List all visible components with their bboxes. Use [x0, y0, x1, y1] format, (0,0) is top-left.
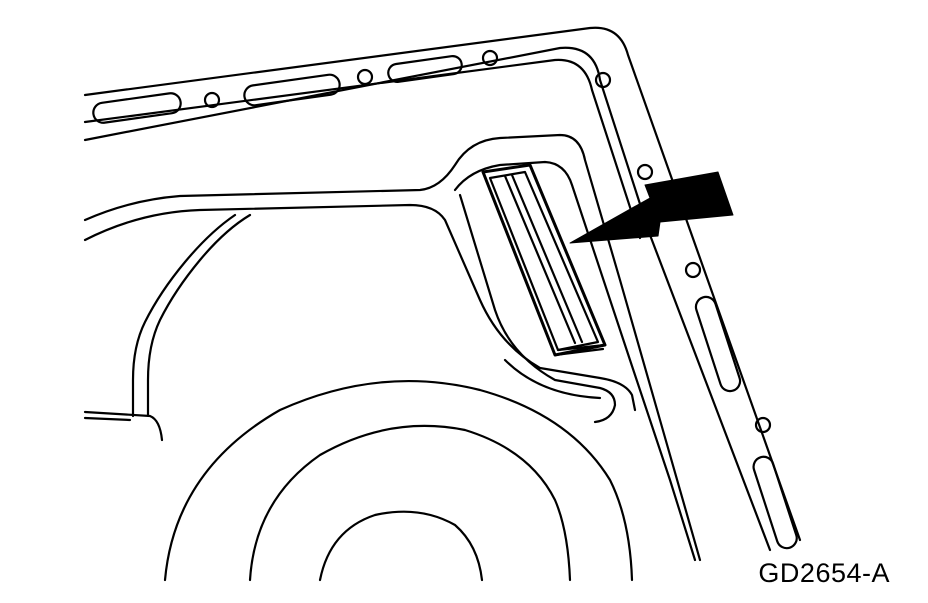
- flange-bolt-holes: [203, 49, 772, 434]
- oil-pan-outline: [83, 133, 702, 562]
- baffle-pad: [481, 163, 607, 357]
- drain-well-rings: [163, 380, 634, 582]
- arrow-icon: [569, 171, 734, 244]
- figure-reference-code: GD2654-A: [758, 558, 890, 588]
- flange-bolt-slots: [92, 55, 463, 124]
- gasket-flange: [83, 26, 802, 552]
- right-flange-slots: [694, 295, 798, 550]
